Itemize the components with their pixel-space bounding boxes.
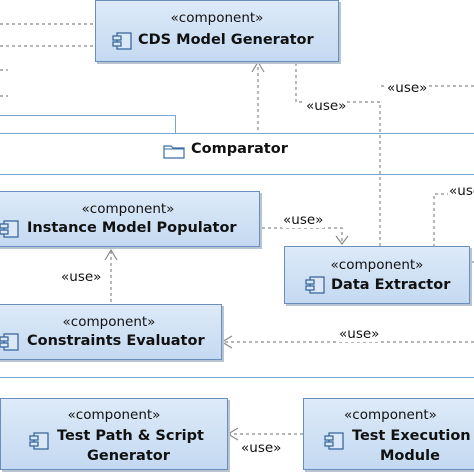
stereotype-label: «component»	[330, 257, 424, 273]
component-icon	[29, 432, 49, 450]
arrowhead-testpath	[226, 427, 239, 441]
arrowhead-cds-1	[251, 60, 265, 73]
use-label: «use»	[305, 98, 348, 114]
component-name: Constraints Evaluator	[27, 333, 205, 349]
package-header-line	[0, 174, 474, 175]
component-name: Instance Model Populator	[27, 220, 237, 236]
component-name-line1: Test Path & Script	[57, 428, 204, 444]
component-test-path-script-generator[interactable]: «component» Test Path & Script Generator	[0, 398, 228, 470]
stereotype-label: «component»	[81, 201, 175, 217]
stereotype-label: «component»	[67, 407, 161, 423]
arrowhead-populator	[104, 248, 118, 261]
use-label: «use»	[448, 183, 474, 199]
component-icon	[0, 333, 19, 351]
component-icon	[112, 32, 132, 50]
stereotype-label: «component»	[62, 314, 156, 330]
component-instance-model-populator[interactable]: «component» Instance Model Populator	[0, 191, 260, 247]
component-icon	[0, 220, 19, 238]
use-label: «use»	[60, 269, 103, 285]
edge-populator-to-extractor	[262, 227, 343, 244]
component-constraints-evaluator[interactable]: «component» Constraints Evaluator	[0, 304, 222, 360]
component-data-extractor[interactable]: «component» Data Extractor	[284, 246, 470, 304]
package-tab	[0, 115, 176, 134]
component-name-line2: Module	[380, 448, 440, 464]
component-name: CDS Model Generator	[138, 32, 314, 48]
component-cds-model-generator[interactable]: «component» CDS Model Generator	[95, 0, 339, 62]
stereotype-label: «component»	[344, 407, 437, 423]
component-name-line1: Test Execution	[352, 428, 471, 444]
stereotype-label: «component»	[170, 10, 264, 26]
use-label: «use»	[240, 440, 283, 456]
component-test-execution-module[interactable]: «component» Test Execution Module	[303, 398, 474, 470]
component-name-line2: Generator	[87, 448, 170, 464]
component-name: Data Extractor	[331, 277, 451, 293]
component-icon	[324, 432, 344, 450]
use-label: «use»	[386, 80, 429, 96]
package-name: Comparator	[191, 141, 288, 157]
use-label: «use»	[338, 326, 381, 342]
package-comparator	[0, 133, 474, 378]
arrowhead-evaluator	[220, 335, 233, 349]
use-label: «use»	[282, 212, 325, 228]
component-icon	[305, 276, 325, 294]
folder-icon	[163, 145, 185, 159]
arrowhead-extractor	[335, 235, 349, 245]
